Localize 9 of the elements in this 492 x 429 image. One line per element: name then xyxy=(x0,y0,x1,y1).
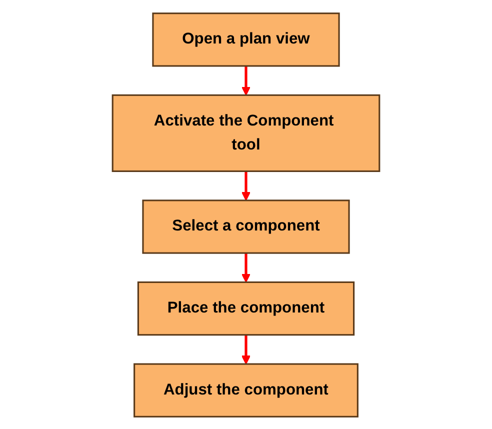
arrow xyxy=(241,252,251,282)
node-box: Place the component xyxy=(137,280,355,336)
node-box: Select a component xyxy=(142,199,350,254)
arrow xyxy=(241,170,251,200)
arrow xyxy=(241,65,251,96)
node-box: Adjust the component xyxy=(134,362,358,417)
arrow xyxy=(241,334,251,364)
node-box: Open a plan view xyxy=(152,12,340,66)
node-box: Activate the Component tool xyxy=(112,94,380,172)
